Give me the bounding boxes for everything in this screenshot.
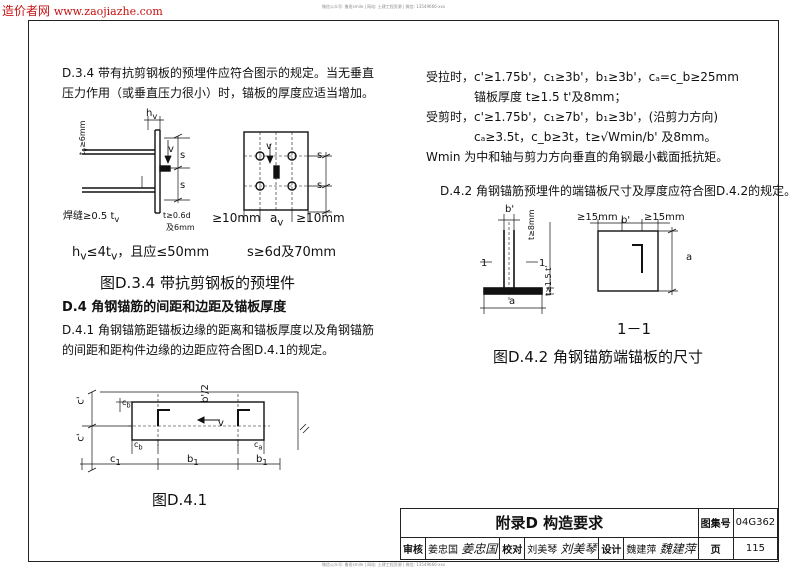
fig-d41 [80, 389, 310, 473]
title-block-page-no: 115 [732, 536, 779, 561]
checker-signature: 刘美琴 [560, 541, 597, 556]
fig-d42-b-prime: b' [505, 204, 515, 215]
fig-d34-right-10mm: ≥10mm [296, 211, 345, 225]
fig-d42-right-15mm: ≥15mm [644, 212, 685, 223]
title-block-title: 附录D 构造要求 [400, 508, 699, 538]
drawing-frame [28, 20, 779, 562]
fig-d42-section-a-label: a [686, 252, 693, 263]
fig-d42-a-label: a [509, 296, 516, 307]
fig-d41-c-prime-2: c' [75, 433, 87, 442]
title-block: 附录D 构造要求 图集号 04G362 审核 姜忠国 姜忠国 校对 刘美琴 刘美… [400, 508, 779, 561]
fig-d42-elevation [480, 214, 554, 314]
title-block-designer: 魏建萍 魏建萍 [623, 536, 699, 561]
fig-d34-t06-label: t≥0.6d [163, 211, 191, 220]
fig-d41-cb-label-bottom: cb [134, 440, 143, 452]
watermark-url: www.zaojiazhe.com [53, 5, 163, 18]
fig-d34-plan-s-label-2: s [317, 180, 323, 191]
fig-d34-tv6-label: tv≥6mm [78, 120, 90, 155]
caption-d34: 图D.3.4 带抗剪钢板的预埋件 [100, 274, 295, 292]
fig-d34-plan-view [243, 131, 332, 222]
fig-d41-c1-label: c1 [110, 454, 121, 467]
fig-d41-b1-label-2: b1 [256, 454, 268, 467]
fig-d34-v-label: v [168, 144, 174, 155]
fig-d42-section-b-prime: b' [621, 215, 631, 226]
fig-d42-section-title: 1－1 [617, 320, 652, 338]
fig-d34-plan-v-label: v [266, 141, 272, 152]
fig-d41-cb-label: cb [122, 398, 131, 410]
designer-signature: 魏建萍 [659, 541, 696, 556]
title-block-design-label: 设计 [598, 536, 625, 561]
title-block-page-label: 页 [697, 536, 734, 561]
formula-hv: hv≤4tv，且应≤50mm [72, 245, 210, 263]
title-block-check-label: 校对 [499, 536, 526, 561]
fig-d42-left-15mm: ≥15mm [577, 212, 618, 223]
fig-d34-weld-label: 焊缝≥0.5 tv [63, 211, 120, 224]
fig-d34-s-label-2: s [180, 180, 186, 191]
reviewer-signature: 姜忠国 [461, 541, 498, 556]
fig-d34-side-view [82, 116, 190, 214]
d34-text-line1: D.3.4 带有抗剪钢板的预埋件应符合图示的规定。当无垂直 [62, 66, 374, 80]
fig-d34-s-label-1: s [180, 150, 186, 161]
right-text-line2: 锚板厚度 t≥1.5 t'及8mm； [474, 90, 627, 104]
right-text-line1: 受拉时，c'≥1.75b'，c₁≥3b'，b₁≥3b'，cₐ=c_b≥25mm [426, 70, 739, 84]
fig-d42-section [590, 219, 678, 295]
fig-d41-c-prime-1: c' [75, 396, 87, 405]
d34-text-line2: 压力作用（或垂直压力很小）时，锚板的厚度应适当增加。 [62, 86, 375, 100]
title-block-reviewer: 姜忠国 姜忠国 [424, 536, 501, 561]
watermark-notice-top: 微信公众号: 鲁班smile | 网站: 土建工程资源 | 微信: 135496… [322, 4, 446, 9]
watermark-notice-bottom: 微信公众号: 鲁班smile | 网站: 土建工程资源 | 微信: 135496… [322, 562, 446, 567]
fig-d41-b1-label-1: b1 [187, 454, 199, 467]
watermark-site: 造价者网 www.zaojiazhe.com [2, 4, 163, 18]
fig-d34-av-label: av [270, 211, 284, 229]
d41-text-line1: D.4.1 角钢锚筋距锚板边缘的距离和锚板厚度以及角钢锚筋 [62, 323, 374, 337]
fig-d34-plan-s-label-1: s [317, 150, 323, 161]
fig-d42-section-mark-left: 1 [481, 258, 488, 269]
right-text-line4: cₐ≥3.5t，c_b≥3t，t≥√Wmin/b' 及8mm。 [474, 130, 717, 144]
title-block-atlas-no: 04G362 [732, 508, 779, 538]
fig-d41-b-half: b'/2 [199, 384, 211, 403]
fig-d42-t8mm: t≥8mm [527, 209, 536, 240]
fig-d42-t15: t≥1.5 t' [544, 265, 553, 296]
fig-d41-ca-label: ca [254, 440, 263, 452]
title-block-review-label: 审核 [400, 536, 426, 561]
fig-d34-left-10mm: ≥10mm [212, 211, 261, 225]
fig-d34-and6-label: 及6mm [166, 223, 195, 232]
formula-s: s≥6d及70mm [247, 245, 337, 260]
fig-d42-section-mark-right: 1 [539, 258, 546, 269]
title-block-checker: 刘美琴 刘美琴 [524, 536, 600, 561]
caption-d42: 图D.4.2 角钢锚筋端锚板的尺寸 [493, 348, 703, 366]
caption-d41: 图D.4.1 [152, 491, 208, 509]
right-text-line5: Wmin 为中和轴与剪力方向垂直的角钢最小截面抵抗矩。 [426, 150, 729, 164]
d42-text: D.4.2 角钢锚筋预埋件的端锚板尺寸及厚度应符合图D.4.2的规定。 [440, 184, 797, 198]
fig-d34-hv-label: hv [146, 108, 158, 121]
heading-d4: D.4 角钢锚筋的间距和边距及锚板厚度 [62, 300, 287, 315]
d41-text-line2: 的间距和距构件边缘的边距应符合图D.4.1的规定。 [62, 343, 335, 357]
right-text-line3: 受剪时，c'≥1.75b'，c₁≥7b'，b₁≥3b'，(沿剪力方向) [426, 110, 718, 124]
fig-d41-v-label: v [218, 418, 224, 429]
title-block-atlas-label: 图集号 [697, 508, 734, 538]
